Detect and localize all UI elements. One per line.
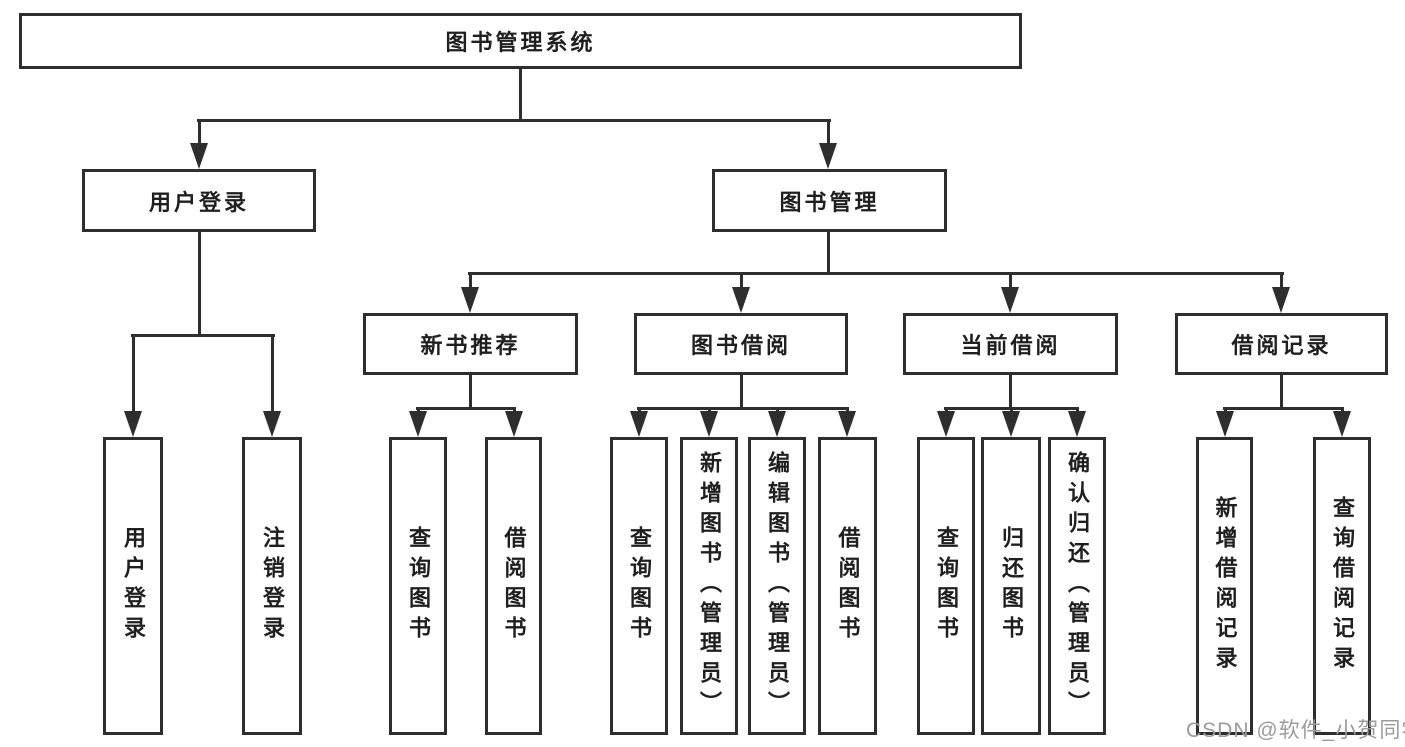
connector-line [1280,375,1283,410]
node-user-login: 用户登录 [82,169,316,232]
connector-line [1009,273,1012,291]
connector-line [132,335,135,415]
connector-line [197,119,831,122]
arrow-down-icon [630,411,648,437]
leaf-confirm-return-admin: 确认归还（管理员） [1048,437,1106,735]
arrow-down-icon [124,411,142,437]
connector-line [198,232,201,337]
leaf-logout: 注销登录 [242,437,302,735]
leaf-query-books-current: 查询图书 [917,437,975,735]
leaf-borrow-books: 借阅图书 [818,437,877,735]
arrow-down-icon [768,411,786,437]
connector-line [271,335,274,415]
arrow-down-icon [1001,287,1019,313]
node-book-borrowing: 图书借阅 [634,313,848,375]
leaf-return-books: 归还图书 [981,437,1041,735]
connector-line [1223,407,1344,410]
connector-line [519,69,522,122]
arrow-down-icon [461,287,479,313]
leaf-query-books-borrowing: 查询图书 [610,437,668,735]
leaf-add-borrow-record: 新增借阅记录 [1196,437,1253,735]
arrow-down-icon [838,411,856,437]
leaf-query-books-recommend: 查询图书 [389,437,447,735]
arrow-down-icon [1002,411,1020,437]
connector-line [469,375,472,410]
connector-line [827,232,830,275]
node-book-management: 图书管理 [712,169,947,232]
arrow-down-icon [700,411,718,437]
connector-line [1009,375,1012,410]
csdn-watermark: CSDN @软件_小贺同学 [1186,719,1405,742]
arrow-down-icon [190,143,208,169]
connector-line [469,273,472,291]
leaf-query-borrow-record: 查询借阅记录 [1313,437,1371,735]
connector-line [740,273,743,291]
connector-line [416,407,516,410]
leaf-edit-books-admin: 编辑图书（管理员） [748,437,806,735]
connector-line [468,272,1284,275]
arrow-down-icon [1333,411,1351,437]
node-borrowing-records: 借阅记录 [1175,313,1388,375]
connector-line [637,407,849,410]
arrow-down-icon [1216,411,1234,437]
leaf-borrow-books-recommend: 借阅图书 [485,437,542,735]
arrow-down-icon [937,411,955,437]
arrow-down-icon [263,411,281,437]
connector-line [1280,273,1283,291]
connector-line [827,120,830,147]
arrow-down-icon [1068,411,1086,437]
arrow-down-icon [1272,287,1290,313]
node-current-borrowing: 当前借阅 [903,313,1118,375]
connector-line [198,120,201,147]
arrow-down-icon [732,287,750,313]
node-library-management-system: 图书管理系统 [19,13,1022,69]
node-new-book-recommendation: 新书推荐 [363,313,578,375]
leaf-user-login: 用户登录 [103,437,163,735]
arrow-down-icon [819,143,837,169]
arrow-down-icon [409,411,427,437]
arrow-down-icon [505,411,523,437]
connector-line [740,375,743,410]
leaf-add-books-admin: 新增图书（管理员） [680,437,738,735]
connector-line [131,334,275,337]
